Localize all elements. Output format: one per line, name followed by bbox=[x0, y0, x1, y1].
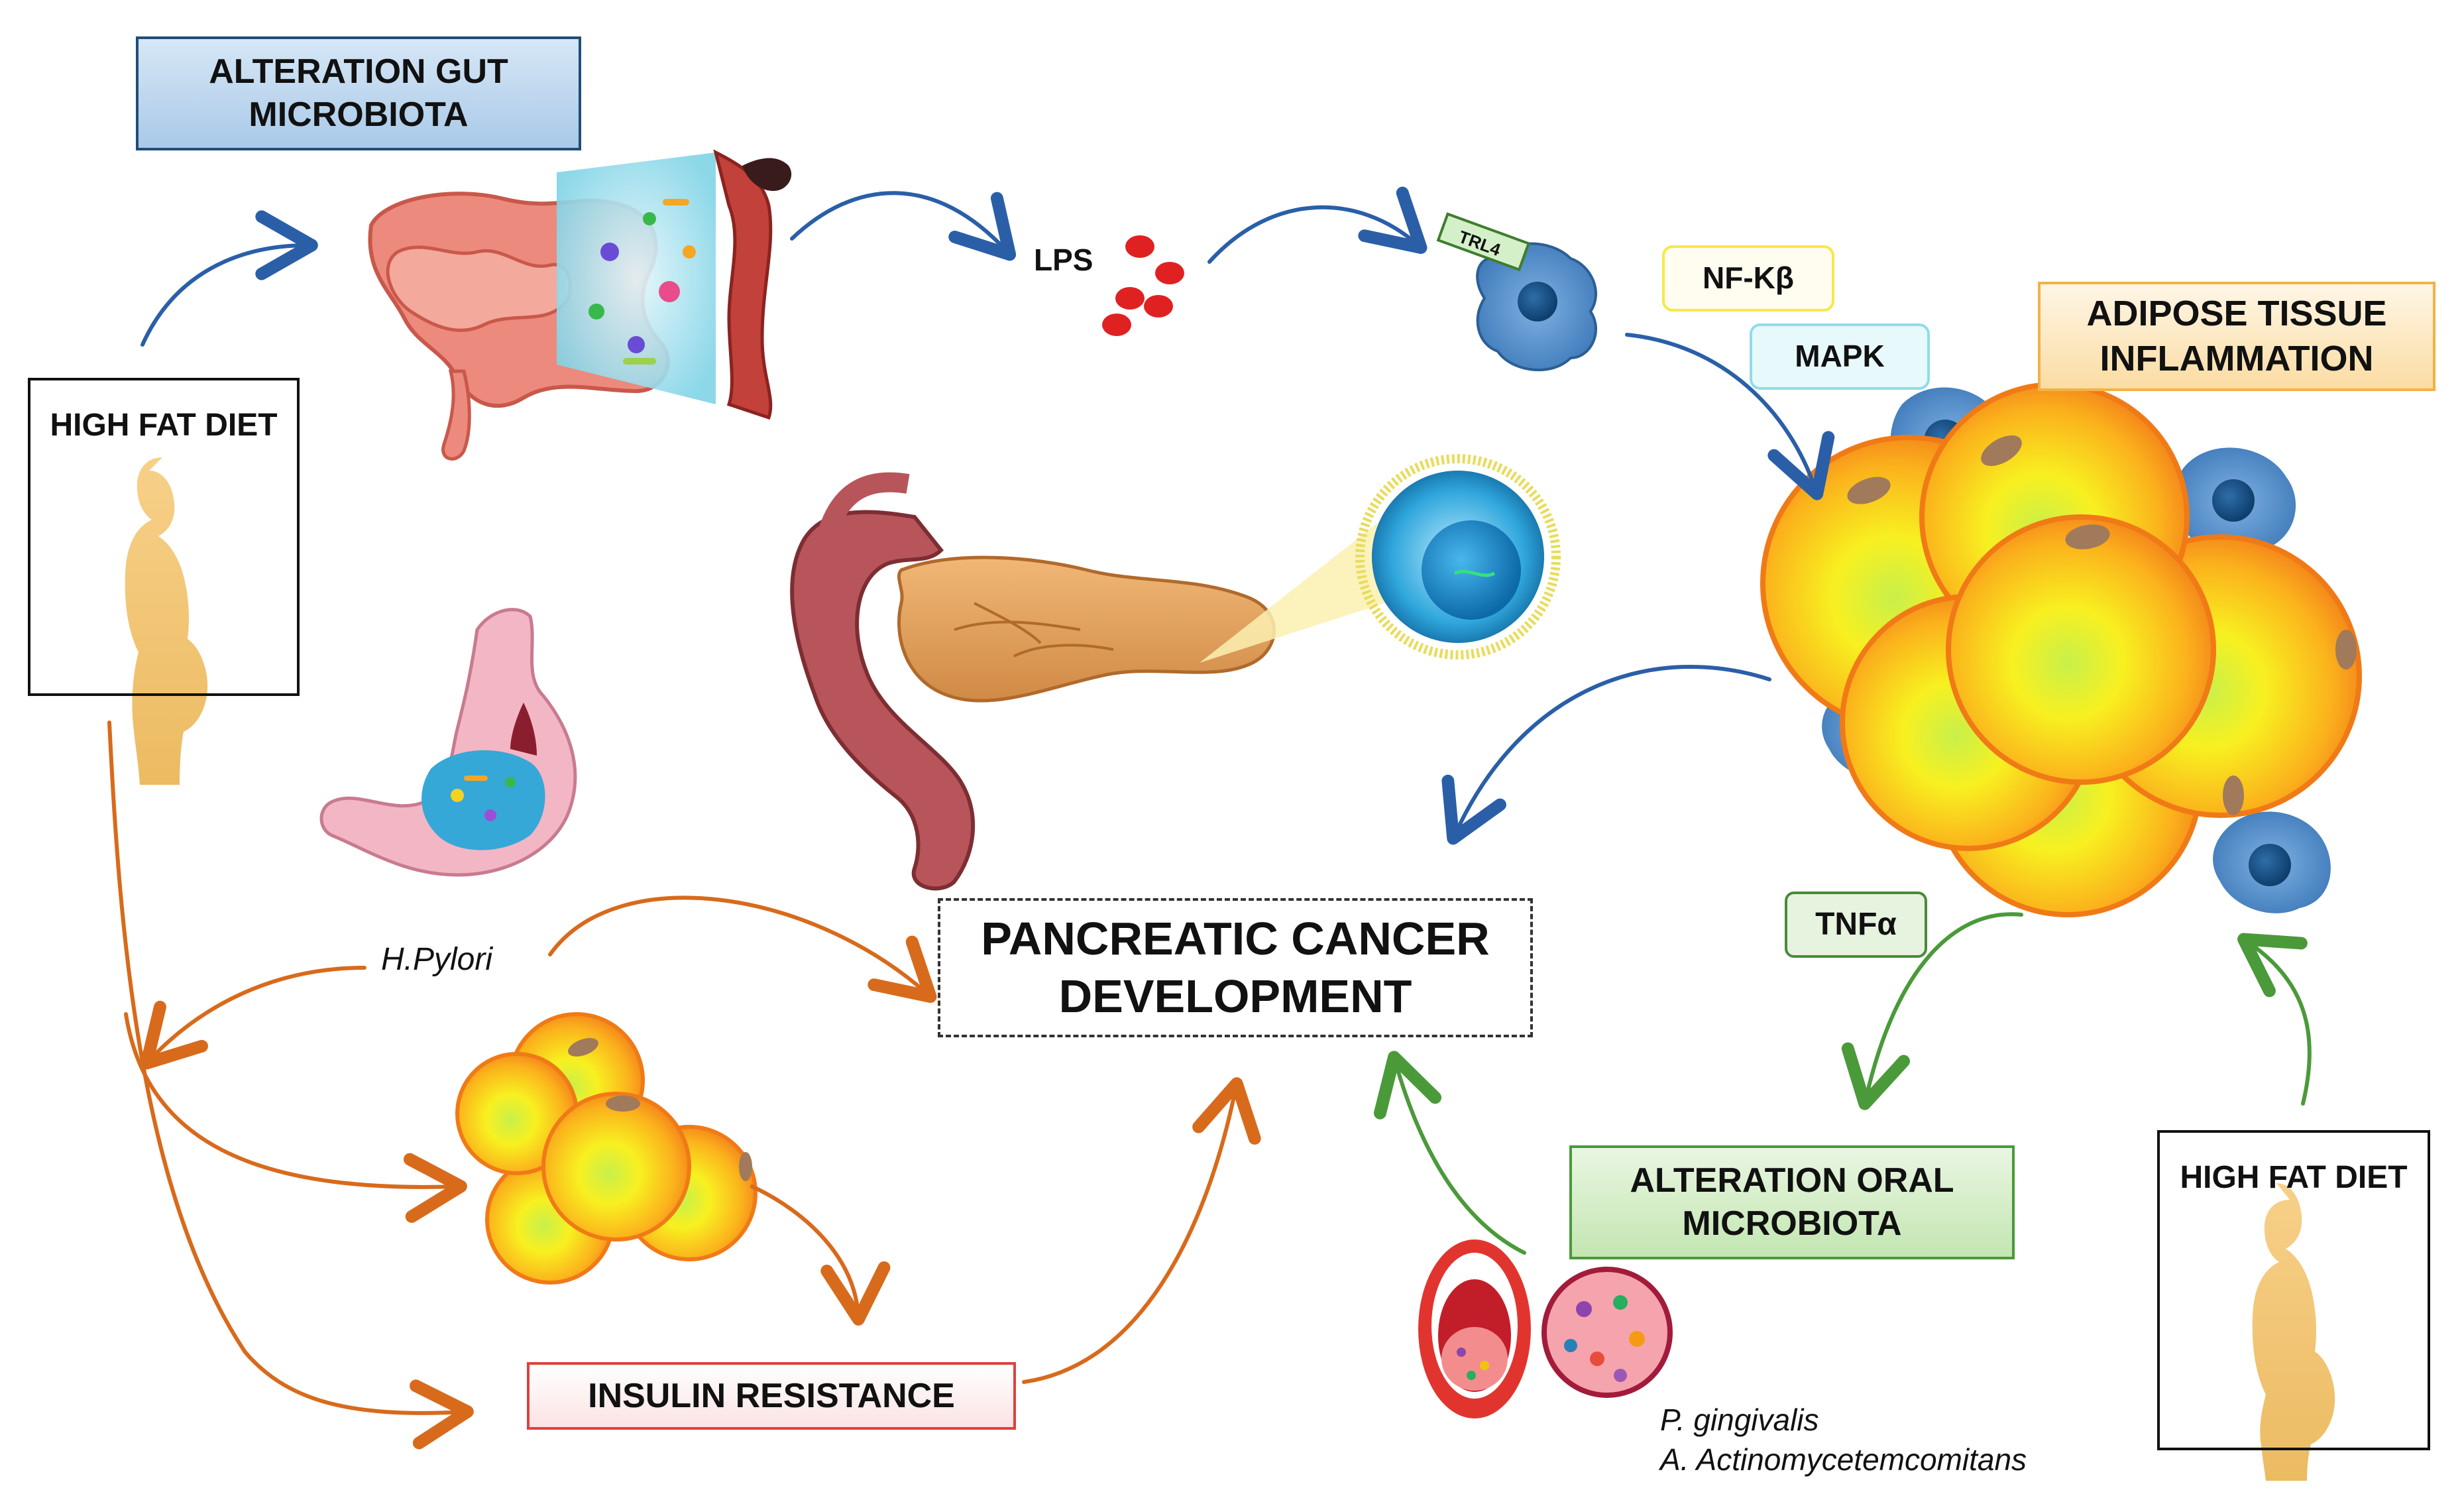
body-silhouette-right bbox=[2252, 1183, 2335, 1481]
tnf-alpha-box: TNFα bbox=[1785, 892, 1927, 958]
body-silhouette-left bbox=[125, 457, 208, 785]
adipose-cell-cluster bbox=[1760, 382, 2362, 917]
nfkb-box: NF-Kβ bbox=[1662, 245, 1834, 312]
small-adipose-cluster bbox=[455, 1012, 757, 1285]
gut-microbiota-line1: ALTERATION GUT bbox=[209, 52, 508, 91]
adipose-line1: ADIPOSE TISSUE bbox=[2086, 294, 2387, 333]
gut-microbiota-box: ALTERATION GUT MICROBIOTA bbox=[136, 36, 581, 150]
mapk-label: MAPK bbox=[1795, 339, 1885, 374]
oral-microbiota-line2: MICROBIOTA bbox=[1682, 1204, 1902, 1243]
high-fat-diet-left-box: HIGH FAT DIET bbox=[28, 378, 300, 696]
hpylori-label: H.Pylori bbox=[381, 942, 493, 977]
macrophage-cell bbox=[2173, 447, 2296, 555]
oral-bacteria-bubble bbox=[1541, 1267, 1673, 1398]
orange-arrows bbox=[107, 720, 1261, 1450]
insulin-resistance-box: INSULIN RESISTANCE bbox=[527, 1362, 1016, 1430]
adipose-line2: INFLAMMATION bbox=[2100, 338, 2374, 378]
mouth-illustration bbox=[1418, 1239, 1531, 1418]
tnf-alpha-label: TNFα bbox=[1815, 907, 1897, 942]
blue-arrows bbox=[140, 186, 1835, 845]
pancreas-illustration bbox=[790, 472, 1405, 891]
lps-molecules bbox=[1102, 235, 1184, 336]
gut-microbiota-line2: MICROBIOTA bbox=[249, 95, 469, 134]
nfkb-label: NF-Kβ bbox=[1703, 260, 1794, 296]
bacteria-name-1: P. gingivalis bbox=[1660, 1403, 1819, 1437]
oral-microbiota-box: ALTERATION ORAL MICROBIOTA bbox=[1569, 1145, 2015, 1259]
green-arrows bbox=[1373, 912, 2312, 1255]
bacteria-name-2: A. Actinomycetemcomitans bbox=[1660, 1442, 2027, 1477]
macrophage-cell bbox=[2213, 811, 2331, 913]
pancreatic-line2: DEVELOPMENT bbox=[1058, 970, 1412, 1022]
lps-label: LPS bbox=[1034, 243, 1093, 277]
high-fat-diet-right-box: HIGH FAT DIET bbox=[2157, 1130, 2430, 1450]
pancreatic-cancer-box: PANCREATIC CANCER DEVELOPMENT bbox=[938, 898, 1533, 1037]
high-fat-diet-right-label: HIGH FAT DIET bbox=[2180, 1160, 2408, 1195]
mapk-box: MAPK bbox=[1750, 323, 1930, 390]
intestine-illustration bbox=[368, 149, 792, 461]
oral-microbiota-line1: ALTERATION ORAL bbox=[1630, 1161, 1954, 1200]
insulin-resistance-label: INSULIN RESISTANCE bbox=[588, 1376, 955, 1415]
trl4-immune-cell bbox=[1436, 212, 1598, 372]
stomach-illustration bbox=[319, 608, 577, 877]
high-fat-diet-left-label: HIGH FAT DIET bbox=[50, 408, 278, 443]
adipose-inflammation-box: ADIPOSE TISSUE INFLAMMATION bbox=[2038, 282, 2436, 391]
pancreatic-line1: PANCREATIC CANCER bbox=[981, 912, 1490, 964]
cancer-cell-illustration bbox=[1355, 454, 1561, 660]
